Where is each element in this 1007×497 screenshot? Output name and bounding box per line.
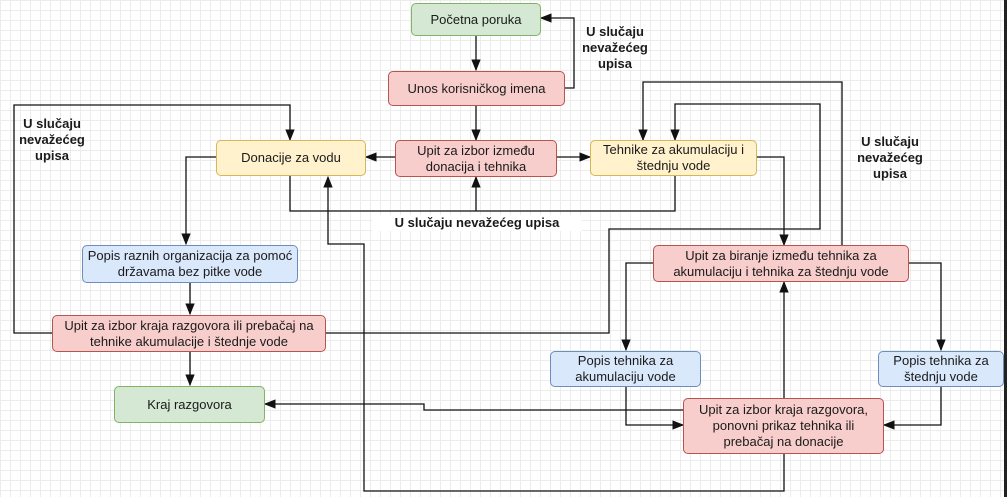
node-techniques[interactable]: Tehnike za akumulaciju i štednju vode bbox=[590, 140, 757, 176]
node-end-prompt-right[interactable]: Upit za izbor kraja razgovora, ponovni p… bbox=[683, 398, 884, 454]
node-end-prompt-left[interactable]: Upit za izbor kraja razgovora ili prebač… bbox=[52, 315, 326, 352]
node-donations[interactable]: Donacije za vodu bbox=[216, 140, 366, 176]
edge-techchoice-to-accum bbox=[621, 262, 653, 352]
edge-donations-to-orgs bbox=[181, 156, 216, 246]
edge-techchoice-to-saving bbox=[909, 262, 946, 352]
label-invalid-middle: U slučaju nevažećeg upisa bbox=[372, 215, 582, 231]
edge-techniques-to-techchoice bbox=[757, 156, 789, 247]
edge-saving-to-endprompt bbox=[882, 387, 942, 430]
node-end[interactable]: Kraj razgovora bbox=[114, 386, 265, 423]
edge-username-invalid-loop bbox=[539, 13, 575, 89]
label-invalid-top: U slučaju nevažećeg upisa bbox=[582, 24, 648, 71]
label-invalid-right: U slučaju nevažećeg upisa bbox=[857, 134, 923, 181]
edge-right-invalid-loop bbox=[638, 81, 843, 245]
edge-accum-to-endprompt bbox=[625, 387, 685, 430]
node-username[interactable]: Unos korisničkog imena bbox=[388, 71, 565, 106]
edge-endprompt-right-to-donations bbox=[323, 175, 785, 492]
node-start[interactable]: Početna poruka bbox=[411, 3, 541, 36]
node-choice[interactable]: Upit za izbor između donacija i tehnika bbox=[395, 140, 557, 177]
edge-middle-invalid-loop bbox=[289, 176, 676, 212]
edge-left-invalid-loop bbox=[13, 104, 295, 334]
node-accum-list[interactable]: Popis tehnika za akumulaciju vode bbox=[550, 351, 701, 387]
node-orgs[interactable]: Popis raznih organizacija za pomoć držav… bbox=[82, 245, 298, 283]
node-tech-choice[interactable]: Upit za biranje između tehnika za akumul… bbox=[653, 245, 909, 282]
window-right-edge bbox=[1004, 0, 1007, 497]
label-invalid-left: U slučaju nevažećeg upisa bbox=[19, 116, 85, 163]
node-saving-list[interactable]: Popis tehnika za štednju vode bbox=[878, 351, 1004, 387]
edge-left-to-techniques bbox=[326, 103, 821, 334]
edge-endprompt-right-to-end bbox=[263, 399, 683, 411]
